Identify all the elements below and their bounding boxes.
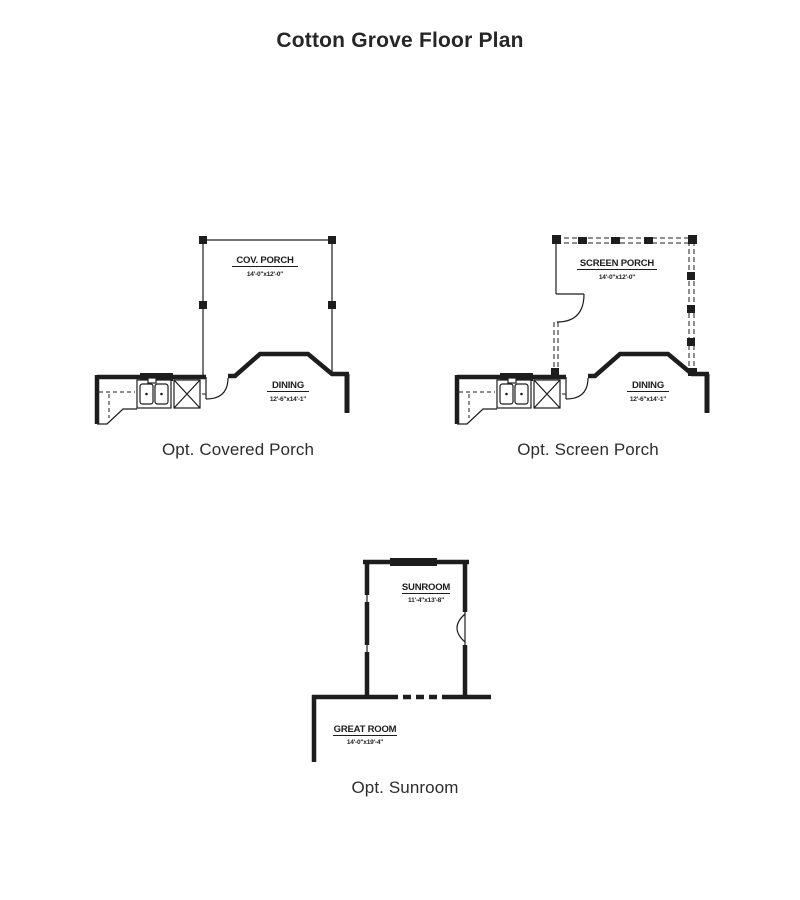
faucet-icon [507,377,517,384]
door-swing-arc [205,377,229,400]
porch-post-icon [328,236,336,244]
screen-wall-dashed [553,322,559,372]
door-swing-arc [456,613,466,643]
porch-post-icon [688,235,697,244]
dining-bay-wall [228,351,349,379]
screen-wall-dashed [556,237,695,372]
room-dims-dining: 12'-6"x14'-1" [630,396,666,403]
porch-post-icon [551,368,559,376]
door-swing-arc [565,377,589,400]
porch-post-icon [199,301,207,309]
room-label-sunroom: SUNROOM [402,582,450,593]
sink-drain-icon [505,392,508,396]
floorplan-covered-porch-drawing: COV. PORCH 14'-0"x12'-0" DINING 12'-6"x1… [94,236,350,425]
caption-sunroom: Opt. Sunroom [351,778,459,797]
porch-post-icon [199,236,207,244]
room-dims-screen-porch: 14'-0"x12'-0" [599,274,635,281]
floorplan-screen-porch-drawing: SCREEN PORCH 14'-0"x12'-0" DINING 12'-6"… [454,235,710,425]
porch-post-icon [611,237,620,244]
range-x-icon [533,379,561,409]
porch-post-icon [687,338,695,346]
porch-post-icon [578,237,587,244]
room-label-cov-porch: COV. PORCH [236,255,294,266]
room-dims-great-room: 14'-0"x19'-4" [347,739,383,746]
faucet-icon [147,377,157,384]
caption-screen-porch: Opt. Screen Porch [517,440,659,459]
room-dims-sunroom: 11'-4"x13'-8" [408,597,444,604]
range-x-icon [173,379,201,409]
room-label-dining: DINING [272,380,304,391]
sink-drain-icon [145,392,148,396]
room-dims-dining: 12'-6"x14'-1" [270,396,306,403]
dining-bay-wall [588,351,709,379]
counter-edge [97,408,137,425]
room-label-screen-porch: SCREEN PORCH [580,258,654,269]
porch-post-icon [552,235,561,244]
counter-edge [457,408,497,425]
sink-drain-icon [520,392,523,396]
floorplan-sunroom-drawing: SUNROOM 11'-4"x13'-8" GREAT ROOM 14'-0"x… [311,558,491,762]
page-title: Cotton Grove Floor Plan [276,29,524,52]
door-swing-arc [556,293,585,323]
caption-covered-porch: Opt. Covered Porch [161,440,315,459]
room-label-great-room: GREAT ROOM [334,724,397,735]
porch-post-icon [328,301,336,309]
room-dims-cov-porch: 14'-0"x12'-0" [247,271,283,278]
porch-post-icon [687,305,695,313]
room-label-dining: DINING [632,380,664,391]
porch-post-icon [644,237,653,244]
sink-drain-icon [160,392,163,396]
porch-post-icon [687,272,695,280]
